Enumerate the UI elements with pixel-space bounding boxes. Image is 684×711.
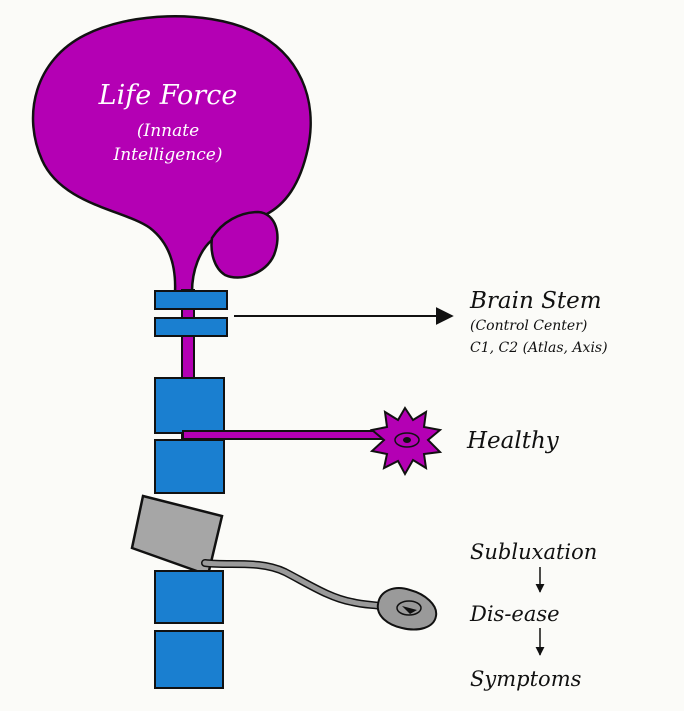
- brain-subtitle-line2: Intelligence): [113, 145, 223, 165]
- brain-subtitle-line1: (Innate: [137, 121, 199, 141]
- healthy-label: Healthy: [466, 428, 560, 454]
- vertebra-c1: [155, 291, 227, 309]
- vertebra-c2: [155, 318, 227, 336]
- brain-stem-label: Brain Stem: [469, 288, 602, 314]
- healthy-neuron-nucleolus: [403, 437, 411, 443]
- vertebra-lower-2: [155, 631, 223, 688]
- vertebra-healthy: [155, 440, 224, 493]
- vertebra-upper: [155, 378, 224, 433]
- brain-stem-sublabel-2: C1, C2 (Atlas, Axis): [470, 340, 608, 356]
- damaged-nerve-fiber: [205, 563, 388, 608]
- brain-title: Life Force: [98, 80, 238, 111]
- symptoms-label: Symptoms: [470, 667, 582, 691]
- vertebra-lower-1: [155, 571, 223, 623]
- brain-stem-sublabel-1: (Control Center): [470, 318, 587, 334]
- dis-ease-label: Dis-ease: [469, 602, 560, 626]
- healthy-nerve-fiber: [183, 431, 388, 439]
- subluxation-label: Subluxation: [470, 540, 597, 564]
